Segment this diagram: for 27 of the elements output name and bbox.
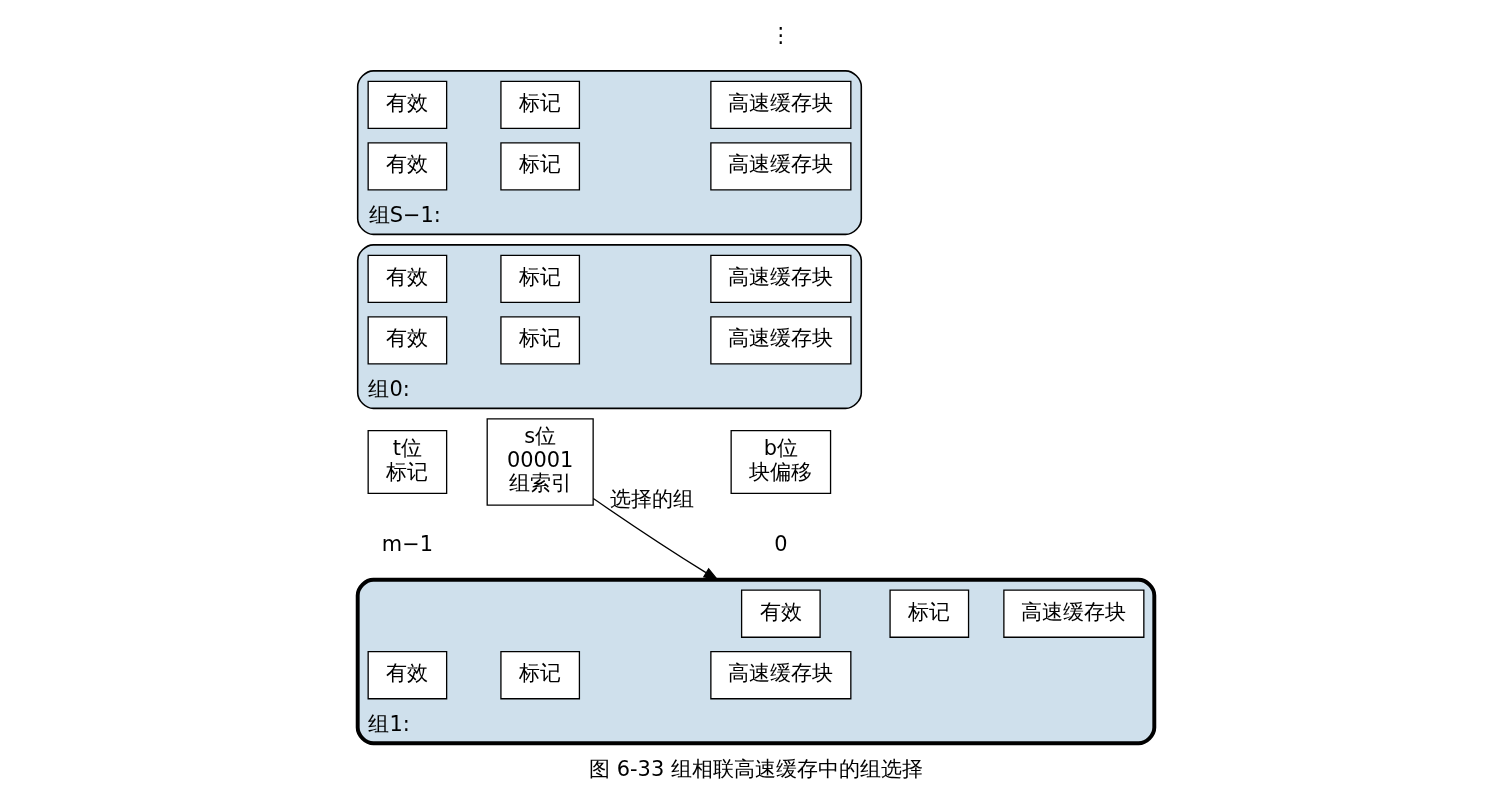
node-box: b位 块偏移 [730, 429, 832, 495]
node-box: 高速缓存块 [710, 651, 852, 700]
node-box: 高速缓存块 [710, 254, 852, 304]
node-box: 高速缓存块 [710, 142, 852, 191]
label: 0 [774, 531, 788, 556]
node-box: 有效 [367, 80, 448, 130]
node-box: 标记 [500, 142, 581, 191]
node-box: 有效 [367, 142, 448, 191]
node-box: 有效 [367, 651, 448, 700]
node-box: 标记 [500, 316, 581, 365]
node-box: 标记 [889, 589, 970, 638]
node-box: 标记 [500, 254, 581, 304]
arrow [592, 497, 720, 581]
node-box: 高速缓存块 [710, 80, 852, 130]
node-box: 标记 [500, 80, 581, 130]
node-box: 高速缓存块 [710, 316, 852, 365]
node-box: s位 00001 组索引 [486, 418, 594, 506]
node-box: t位 标记 [367, 429, 448, 495]
node-box: 高速缓存块 [1003, 589, 1145, 638]
caption: 图 6-33 组相联高速缓存中的组选择 [589, 756, 923, 781]
node-box: 标记 [500, 651, 581, 700]
node-box: 有效 [367, 254, 448, 304]
node-box: 有效 [367, 316, 448, 365]
node-box: 有效 [740, 589, 821, 638]
label: m−1 [381, 531, 433, 556]
label: ⋮ [770, 22, 792, 47]
edge-label: 选择的组 [610, 487, 695, 512]
